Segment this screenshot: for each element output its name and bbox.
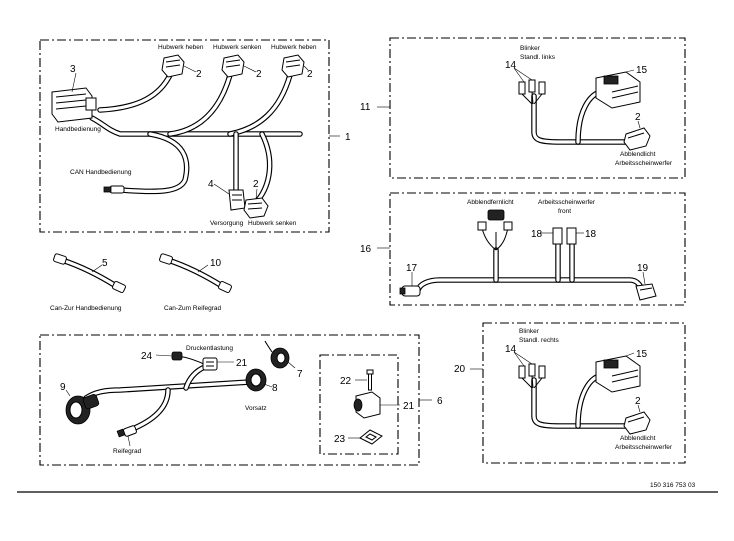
group-11-frame	[389, 37, 686, 179]
connector-hubwerk-senken-1	[221, 54, 245, 78]
connector-2-left	[623, 127, 651, 151]
connector-17	[399, 285, 421, 297]
can-handbedienung-plug	[103, 185, 125, 194]
screw-22	[366, 369, 374, 391]
group-16-front-harness: 16 Abblendfernlicht Arbeitsscheinwerfer …	[360, 192, 686, 306]
callout-10: 10	[210, 258, 222, 269]
group-6-harness: 6 9 Reifegrad Druckentlastung 21	[39, 334, 443, 466]
callout-2e: 2	[635, 112, 641, 123]
connector-hubwerk-senken-2	[243, 197, 269, 219]
callout-22: 22	[340, 376, 352, 387]
versorgung-connector	[228, 189, 246, 211]
reifegrad-plug	[116, 425, 137, 438]
group-11-left-light-harness: 11 Blinker Standl. links 14 15 2 Abblen	[360, 37, 686, 179]
label-can-zur-handbedienung: Can-Zur Handbedienung	[50, 305, 122, 312]
connector-hubwerk-heben-1	[161, 54, 185, 78]
handbedienung-connector	[51, 87, 97, 123]
label-abblendlicht-l: Abblendlicht	[620, 151, 656, 158]
callout-2a: 2	[196, 69, 202, 80]
label-druckentlastung: Druckentlastung	[186, 345, 233, 352]
part-24	[171, 351, 183, 361]
callout-23: 23	[334, 434, 346, 445]
label-hubwerk-senken-2: Hubwerk senken	[248, 220, 297, 227]
label-reifegrad: Reifegrad	[113, 448, 142, 455]
callout-14b: 14	[505, 344, 517, 355]
callout-1: 1	[345, 132, 351, 143]
plug-21	[353, 391, 381, 419]
callout-6: 6	[437, 396, 443, 407]
callout-15a: 15	[636, 65, 648, 76]
label-blinker-links: Blinker	[520, 45, 541, 52]
label-standl-links: Standl. links	[520, 54, 556, 61]
callout-11: 11	[360, 102, 371, 113]
callout-3: 3	[70, 64, 76, 75]
callout-2f: 2	[635, 396, 641, 407]
connector-9	[65, 394, 100, 425]
callout-20: 20	[454, 364, 466, 375]
callout-7: 7	[297, 369, 303, 380]
callout-24: 24	[141, 351, 153, 362]
callout-15b: 15	[636, 349, 648, 360]
connector-hubwerk-heben-2	[281, 54, 305, 78]
label-hubwerk-heben-2: Hubwerk heben	[271, 44, 317, 51]
callout-14a: 14	[505, 60, 517, 71]
callout-21b: 21	[403, 401, 415, 412]
label-blinker-rechts: Blinker	[519, 328, 540, 335]
can-cable-10	[159, 253, 232, 294]
callout-18a: 18	[531, 229, 543, 240]
callout-19: 19	[637, 263, 649, 274]
can-cable-5	[53, 253, 126, 294]
cap-7	[264, 340, 290, 369]
label-handbedienung: Handbedienung	[55, 126, 101, 133]
callout-2d: 2	[253, 179, 259, 190]
abblendfernlicht-socket	[477, 209, 513, 231]
callout-9: 9	[60, 382, 66, 393]
callout-16: 16	[360, 244, 372, 255]
lamp-connector-15-right	[595, 355, 641, 393]
label-abblendlicht-r: Abblendlicht	[620, 435, 656, 442]
group-20-right-light-harness: 20 Blinker Standl. rechts 14 15 2 Abble	[454, 322, 686, 464]
label-versorgung: Versorgung	[210, 220, 244, 227]
callout-5: 5	[102, 258, 108, 269]
group-6-inner-frame	[319, 354, 399, 455]
connector-19	[635, 283, 657, 301]
label-abblendfernlicht: Abblendfernlicht	[467, 199, 514, 206]
label-vorsatz: Vorsatz	[245, 405, 267, 412]
group-20-frame	[482, 322, 686, 464]
lamp-connector-15-left	[595, 71, 641, 109]
label-arbeitsscheinwerfer-front: Arbeitsscheinwerfer	[538, 199, 596, 206]
connector-2-right	[623, 411, 651, 435]
label-hubwerk-senken-1: Hubwerk senken	[213, 44, 262, 51]
seal-23	[359, 429, 383, 445]
harness-1-wires	[89, 72, 303, 203]
callout-8: 8	[272, 383, 278, 394]
druckentlastung-connector	[202, 357, 218, 371]
drawing-number: 150 316 753 03	[650, 482, 696, 489]
callout-17: 17	[406, 263, 418, 274]
connector-8	[245, 368, 267, 392]
callout-4: 4	[208, 179, 214, 190]
callout-2b: 2	[256, 69, 262, 80]
group-1-frame	[39, 39, 330, 233]
label-arbeitsscheinwerfer-r: Arbeitsscheinwerfer	[615, 444, 673, 451]
label-can-zum-reifegrad: Can-Zum Reifegrad	[164, 305, 221, 312]
callout-2c: 2	[307, 69, 313, 80]
label-standl-rechts: Standl. rechts	[519, 337, 559, 344]
bulb-sockets-14-left	[518, 79, 546, 105]
callout-18b: 18	[585, 229, 597, 240]
callout-21a: 21	[236, 358, 248, 369]
label-hubwerk-heben-1: Hubwerk heben	[158, 44, 204, 51]
label-can-handbedienung: CAN Handbedienung	[70, 169, 132, 176]
label-front: front	[558, 208, 571, 215]
label-arbeitsscheinwerfer-l: Arbeitsscheinwerfer	[615, 160, 673, 167]
work-light-plugs-18	[552, 227, 577, 245]
group-1-harness: 1 3 Handbedienung	[39, 39, 351, 233]
